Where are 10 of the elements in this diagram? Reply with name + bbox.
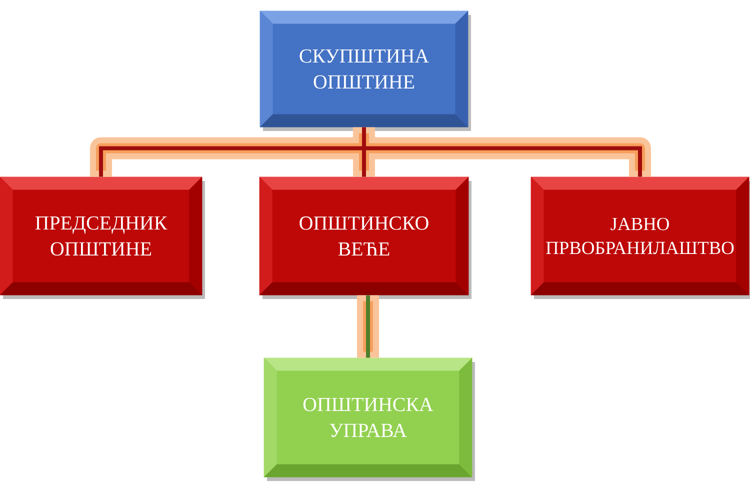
connector-line (362, 127, 366, 148)
org-box: СКУПШТИНА ОПШТИНЕ (260, 10, 471, 131)
connector-line (366, 295, 370, 358)
org-box: ОПШТИНСКА УПРАВА (264, 358, 475, 481)
connector-line (364, 146, 642, 177)
org-box: ОПШТИНСКО ВЕЋЕ (259, 176, 472, 299)
connector-line (99, 146, 364, 177)
org-box: ЈАВНО ПРВОБРАНИЛАШТВО (530, 176, 750, 299)
org-box: ПРЕДСЕДНИК ОПШТИНЕ (0, 176, 205, 299)
connector-line (362, 148, 366, 177)
